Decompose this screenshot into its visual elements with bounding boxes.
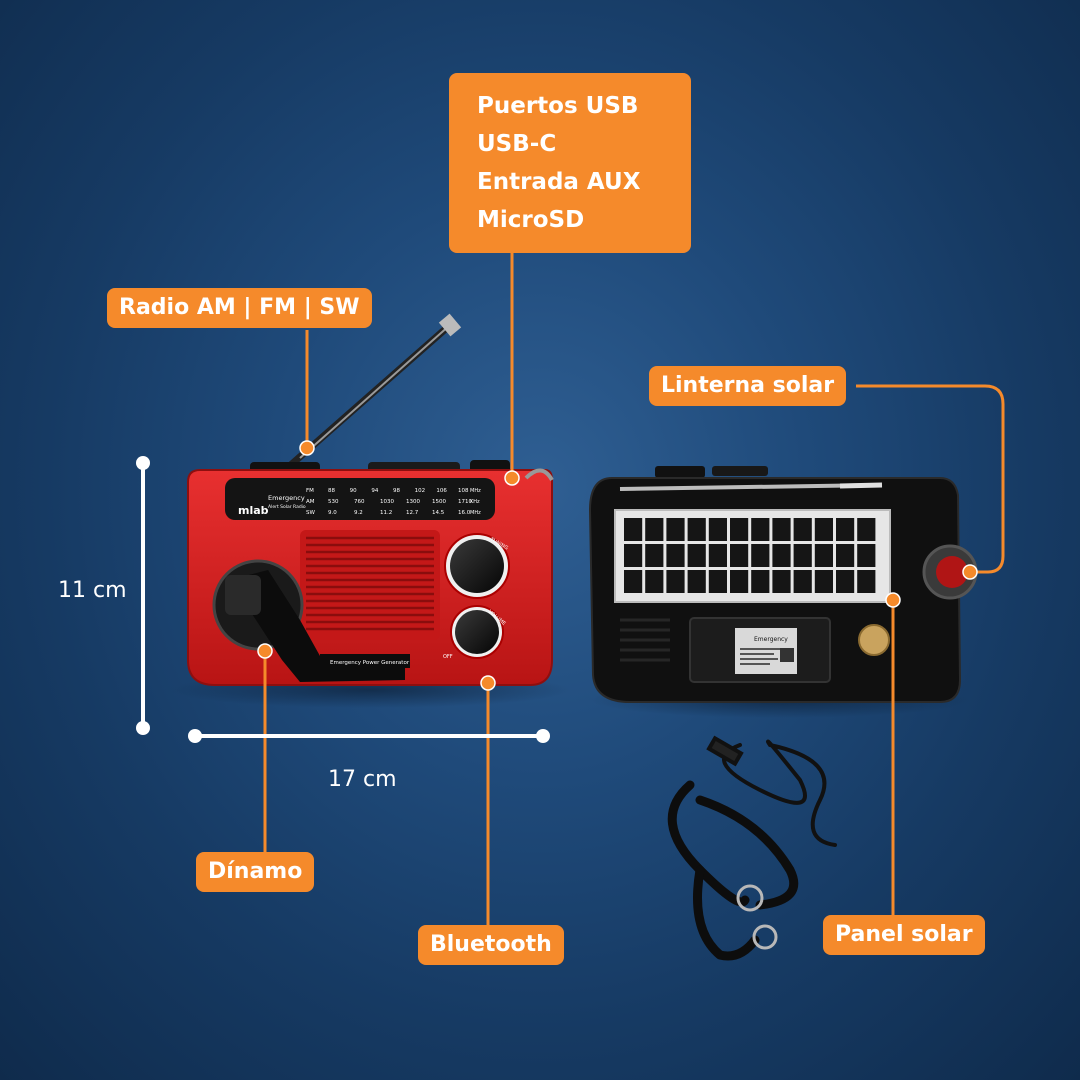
width-dimension-text: 17 cm: [328, 767, 397, 792]
key-ring-icon: [736, 884, 778, 950]
ports-label-line-1: Puertos USB: [477, 93, 639, 119]
dial-band-label: FM: [306, 488, 314, 494]
callout-dots: [257, 440, 978, 691]
radio-back-illustration: [588, 466, 978, 703]
dial-scale-value: 102: [415, 488, 426, 494]
dial-scale-value: 88: [328, 488, 335, 494]
dial-scale-value: 530: [328, 499, 339, 505]
back-sticker-title: Emergency: [754, 636, 788, 643]
generator-label: Emergency Power Generator: [330, 660, 410, 666]
ports-label-line-3: Entrada AUX: [477, 169, 641, 195]
dial-band-label: SW: [306, 510, 315, 516]
radio-bands-label: Radio AM | FM | SW: [107, 288, 372, 328]
dial-scale-value: 9.2: [354, 510, 363, 516]
height-dimension-text: 11 cm: [58, 578, 127, 603]
dial-scale-value: 1030: [380, 499, 394, 505]
tuning-dial-window: [225, 478, 495, 520]
dial-unit-label: KHz: [470, 499, 480, 505]
solar-flashlight-label: Linterna solar: [649, 366, 847, 406]
model-line-2: Alert Solar Radio: [268, 504, 306, 510]
brand-logo: mlab: [238, 504, 269, 517]
tuning-knob: [444, 533, 510, 599]
dial-scale-value: 14.5: [432, 510, 445, 516]
dial-scale-value: 760: [354, 499, 365, 505]
solar-panel-label: Panel solar: [823, 915, 985, 955]
off-label: OFF: [443, 654, 453, 660]
ports-label-line-4: MicroSD: [477, 207, 585, 233]
callout-lines: [263, 244, 1005, 927]
dial-scale-value: 12.7: [406, 510, 419, 516]
dimension-lines: [136, 456, 550, 743]
dial-scale-value: 1300: [406, 499, 420, 505]
dial-unit-label: MHz: [470, 510, 481, 516]
dynamo-crank-icon: [212, 559, 405, 682]
dial-band-label: AM: [306, 499, 315, 505]
ports-label: Puertos USB USB-C Entrada AUX MicroSD: [449, 73, 691, 253]
dynamo-label: Dínamo: [196, 852, 315, 892]
dial-scale-value: 94: [371, 488, 378, 494]
speaker-grille: [300, 530, 440, 640]
dial-scale-value: 16.0: [458, 510, 471, 516]
dial-scale-value: 98: [393, 488, 400, 494]
usb-cable-icon: [706, 735, 837, 847]
bluetooth-label: Bluetooth: [418, 925, 564, 965]
radio-front-illustration: [187, 313, 554, 686]
ports-label-line-2: USB-C: [477, 131, 557, 157]
volume-knob: [450, 605, 504, 659]
dial-scale-value: 9.0: [328, 510, 337, 516]
dial-scale-value: 108: [458, 488, 469, 494]
dial-scale-value: 1500: [432, 499, 446, 505]
dial-scale-value: 1710: [458, 499, 472, 505]
model-line-1: Emergency: [268, 494, 305, 502]
dial-scale-value: 106: [436, 488, 447, 494]
dial-scale-value: 11.2: [380, 510, 392, 516]
dial-scale-value: 90: [350, 488, 357, 494]
solar-panel: [614, 509, 891, 603]
dial-unit-label: MHz: [470, 488, 481, 494]
